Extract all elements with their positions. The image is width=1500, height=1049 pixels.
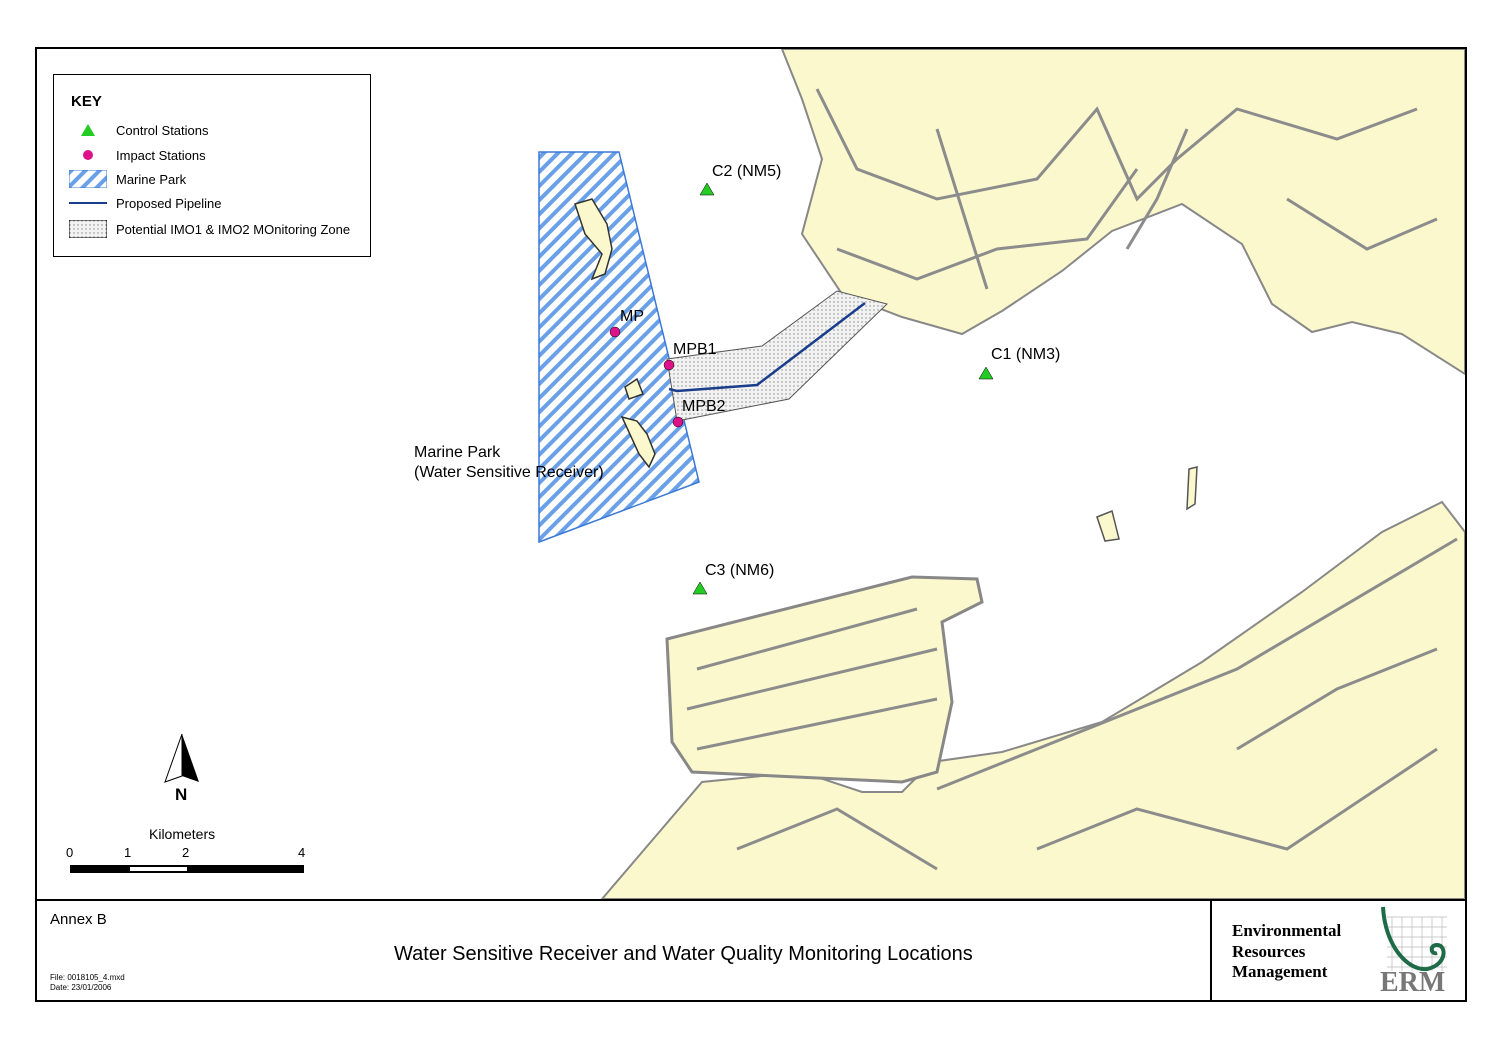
erm-logo: Environmental Resources Management ERM [1210,901,1467,1002]
marine-park-area [538,151,700,544]
islands [574,198,656,469]
scale-tick: 4 [298,845,306,860]
title-block: Annex B Water Sensitive Receiver and Wat… [37,899,1465,1002]
station-c2-marker [699,182,715,196]
marine-park-label-1: Marine Park [414,444,501,461]
proposed-pipeline [668,302,866,393]
scale-title: Kilometers [149,826,216,842]
file-name: File: 0018105_4.mxd [50,973,125,982]
logo-text: Environmental [1232,921,1342,940]
logo-abbr: ERM [1380,967,1446,998]
map-canvas [70,49,1465,899]
magenta-dot-icon [68,146,108,164]
legend-title: KEY [71,93,102,110]
legend-label: Potential IMO1 & IMO2 MOnitoring Zone [116,221,351,237]
station-c1-marker [978,366,994,380]
scale-tick: 0 [66,845,74,860]
marine-park-label-2: (Water Sensitive Receiver) [414,464,604,481]
logo-text: Resources [1232,942,1306,961]
map-frame: C2 (NM5) C1 (NM3) C3 (NM6) MP MPB1 MPB2 … [35,47,1467,1002]
legend-label: Impact Stations [116,147,206,163]
land-north [780,49,1465,376]
legend-label: Proposed Pipeline [116,195,222,211]
station-c3-marker [692,581,708,595]
label-mpb1: MPB1 [673,341,717,358]
land-south [600,466,1465,899]
green-triangle-icon [68,121,108,139]
station-mpb2-marker [672,416,684,428]
stipple-box-icon [68,220,108,238]
label-c3: C3 (NM6) [705,562,775,579]
north-label: N [175,785,188,804]
blue-hatch-icon [68,170,108,188]
legend-item-control: Control Stations [68,120,209,140]
north-arrow [164,733,199,783]
label-mp: MP [620,308,644,325]
label-c2: C2 (NM5) [712,163,782,180]
station-mp-marker [609,326,621,338]
map-legend: KEY Control Stations Impact Stations Mar… [53,74,371,257]
annex-label: Annex B [50,911,107,928]
erm-emblem-icon [1381,906,1447,972]
legend-label: Marine Park [116,171,187,187]
control-stations [692,182,994,595]
station-mpb1-marker [663,359,675,371]
impact-stations [609,326,684,428]
scale-bar [70,865,304,873]
legend-item-marine-park: Marine Park [68,169,186,189]
legend-label: Control Stations [116,122,209,138]
file-date: Date: 23/01/2006 [50,983,112,992]
logo-text: Management [1232,962,1328,981]
legend-item-pipeline: Proposed Pipeline [68,193,222,213]
legend-item-impact: Impact Stations [68,145,206,165]
legend-item-zone: Potential IMO1 & IMO2 MOnitoring Zone [68,219,350,239]
label-mpb2: MPB2 [682,398,726,415]
scale-tick: 1 [124,845,132,860]
blue-line-icon [68,194,108,212]
label-c1: C1 (NM3) [991,346,1061,363]
map-title: Water Sensitive Receiver and Water Quali… [394,943,973,965]
scale-tick: 2 [182,845,190,860]
